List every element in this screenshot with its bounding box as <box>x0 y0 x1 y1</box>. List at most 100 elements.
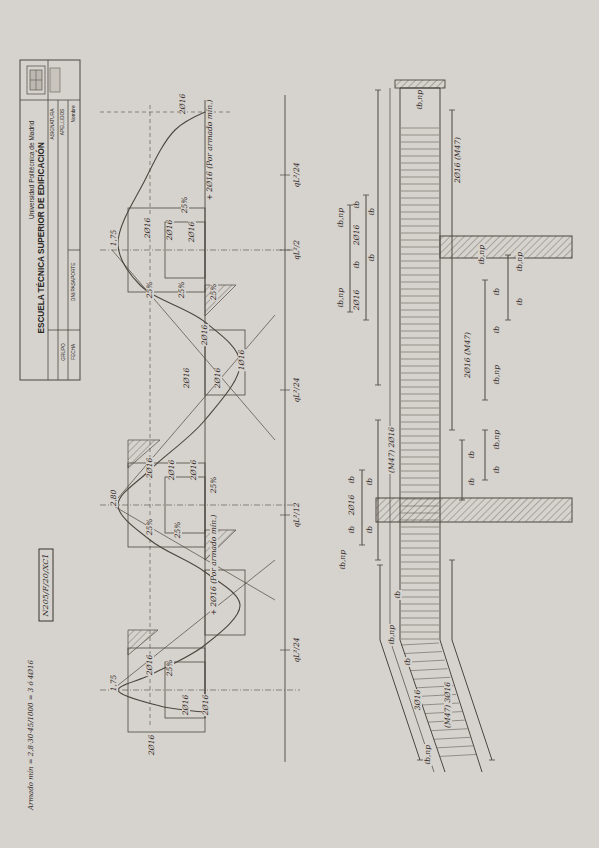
rebar-end <box>375 560 381 561</box>
logo-mark <box>36 70 37 90</box>
stirrup <box>401 373 439 374</box>
title-block-rule <box>58 100 59 380</box>
stirrup <box>401 135 439 136</box>
rebar-end <box>459 440 465 441</box>
handwritten-note: ℓb <box>493 465 501 475</box>
stirrup <box>401 632 439 633</box>
stirrup <box>401 177 439 178</box>
title-cell: ASIGNATURA <box>50 108 55 141</box>
rebar-end <box>449 430 455 431</box>
rebar <box>380 565 420 760</box>
stirrup <box>401 156 439 157</box>
title-field: FECHA <box>71 344 76 360</box>
stirrup <box>401 394 439 395</box>
title-field: ASIGNATURA <box>50 109 55 140</box>
handwritten-note: ℓb,np <box>516 251 524 273</box>
handwritten-note: ℓb <box>368 253 376 263</box>
handwritten-note: ℓb <box>368 207 376 217</box>
stirrup <box>401 436 439 437</box>
handwritten-note: 25% <box>146 281 154 300</box>
handwritten-note: ℓb <box>353 200 361 210</box>
handwritten-note: 2Ø16 <box>168 459 176 481</box>
handwritten-note: ℓb <box>493 287 501 297</box>
rebar-end <box>363 320 369 321</box>
rebar-end <box>417 760 423 761</box>
rebar-end <box>375 90 381 91</box>
column-cap <box>395 80 445 88</box>
stirrup <box>401 205 439 206</box>
handwritten-note: ℓb,np <box>388 624 396 646</box>
handwritten-note: 2Ø16 <box>166 219 174 241</box>
logo-frame <box>27 66 45 94</box>
handwritten-note: 3Ø16 <box>414 689 422 711</box>
axis-line <box>285 95 286 762</box>
hatched-area <box>128 630 158 655</box>
rebar-end <box>449 560 455 561</box>
stirrup <box>401 282 439 283</box>
stirrup <box>401 254 439 255</box>
stirrup <box>401 625 439 626</box>
handwritten-note: 2Ø16 <box>144 217 152 239</box>
logo-plate <box>50 68 60 92</box>
handwritten-note: 25% <box>174 521 182 540</box>
title-block-rule <box>68 250 80 251</box>
stirrup <box>401 639 439 640</box>
slab-edge <box>390 88 434 772</box>
rebar-end <box>489 760 495 761</box>
handwritten-note: ℓb <box>404 657 412 667</box>
stirrup <box>401 527 439 528</box>
rebar <box>452 560 492 760</box>
stirrup <box>401 310 439 311</box>
stirrup <box>401 611 439 612</box>
rebar-end <box>449 110 455 111</box>
stirrup <box>401 422 439 423</box>
stirrup <box>401 604 439 605</box>
shifted-envelope <box>112 560 275 690</box>
stirrup <box>401 233 439 234</box>
stirrup <box>401 443 439 444</box>
stirrup <box>401 562 439 563</box>
stirrup <box>401 303 439 304</box>
support-axis <box>100 690 300 691</box>
rebar <box>462 440 463 500</box>
support-axis <box>100 505 300 506</box>
title-field: Universidad Politécnica de Madrid <box>28 121 35 219</box>
handwritten-note: 2Ø16 <box>202 694 210 716</box>
stirrup <box>410 669 448 671</box>
handwritten-note: ℓb,np <box>337 207 345 229</box>
stirrup <box>401 163 439 164</box>
stirrup <box>401 338 439 339</box>
handwritten-note: 2Ø16 <box>353 224 361 246</box>
handwritten-note: 25% <box>166 659 174 678</box>
handwritten-note: 1,75 <box>110 674 118 693</box>
handwritten-note: ℓb <box>366 525 374 535</box>
handwritten-note: (M47) 2Ø16 <box>388 426 396 474</box>
title-cell: GRUPO <box>61 342 66 362</box>
handwritten-note: ℓb,np <box>493 364 501 386</box>
stirrup <box>401 548 439 549</box>
bar-step-outer <box>128 208 205 292</box>
handwritten-note: ℓb,np <box>478 244 486 266</box>
handwritten-note: ℓb <box>468 477 476 487</box>
stirrup <box>401 191 439 192</box>
stirrup <box>401 576 439 577</box>
stirrup <box>401 149 439 150</box>
stirrup <box>401 324 439 325</box>
title-field: ESCUELA TÉCNICA SUPERIOR DE EDIFICACIÓN <box>37 143 46 334</box>
handwritten-note: 2Ø16 <box>182 694 190 716</box>
handwritten-note: ℓb <box>348 525 356 535</box>
handwritten-note: ℓb <box>516 297 524 307</box>
stirrup <box>401 590 439 591</box>
title-cell: FECHA <box>71 343 76 361</box>
title-field: Nombre <box>71 106 76 123</box>
axis-tick <box>280 650 290 651</box>
rebar <box>485 430 486 480</box>
title-cell: Nombre <box>71 105 76 124</box>
handwritten-note: ℓb <box>366 477 374 487</box>
handwritten-note: 25% <box>181 196 189 215</box>
column-joint <box>440 498 441 522</box>
stirrup <box>401 219 439 220</box>
handwritten-note: qL²/2 <box>293 239 301 261</box>
handwritten-note: 2Ø16 <box>201 324 209 346</box>
